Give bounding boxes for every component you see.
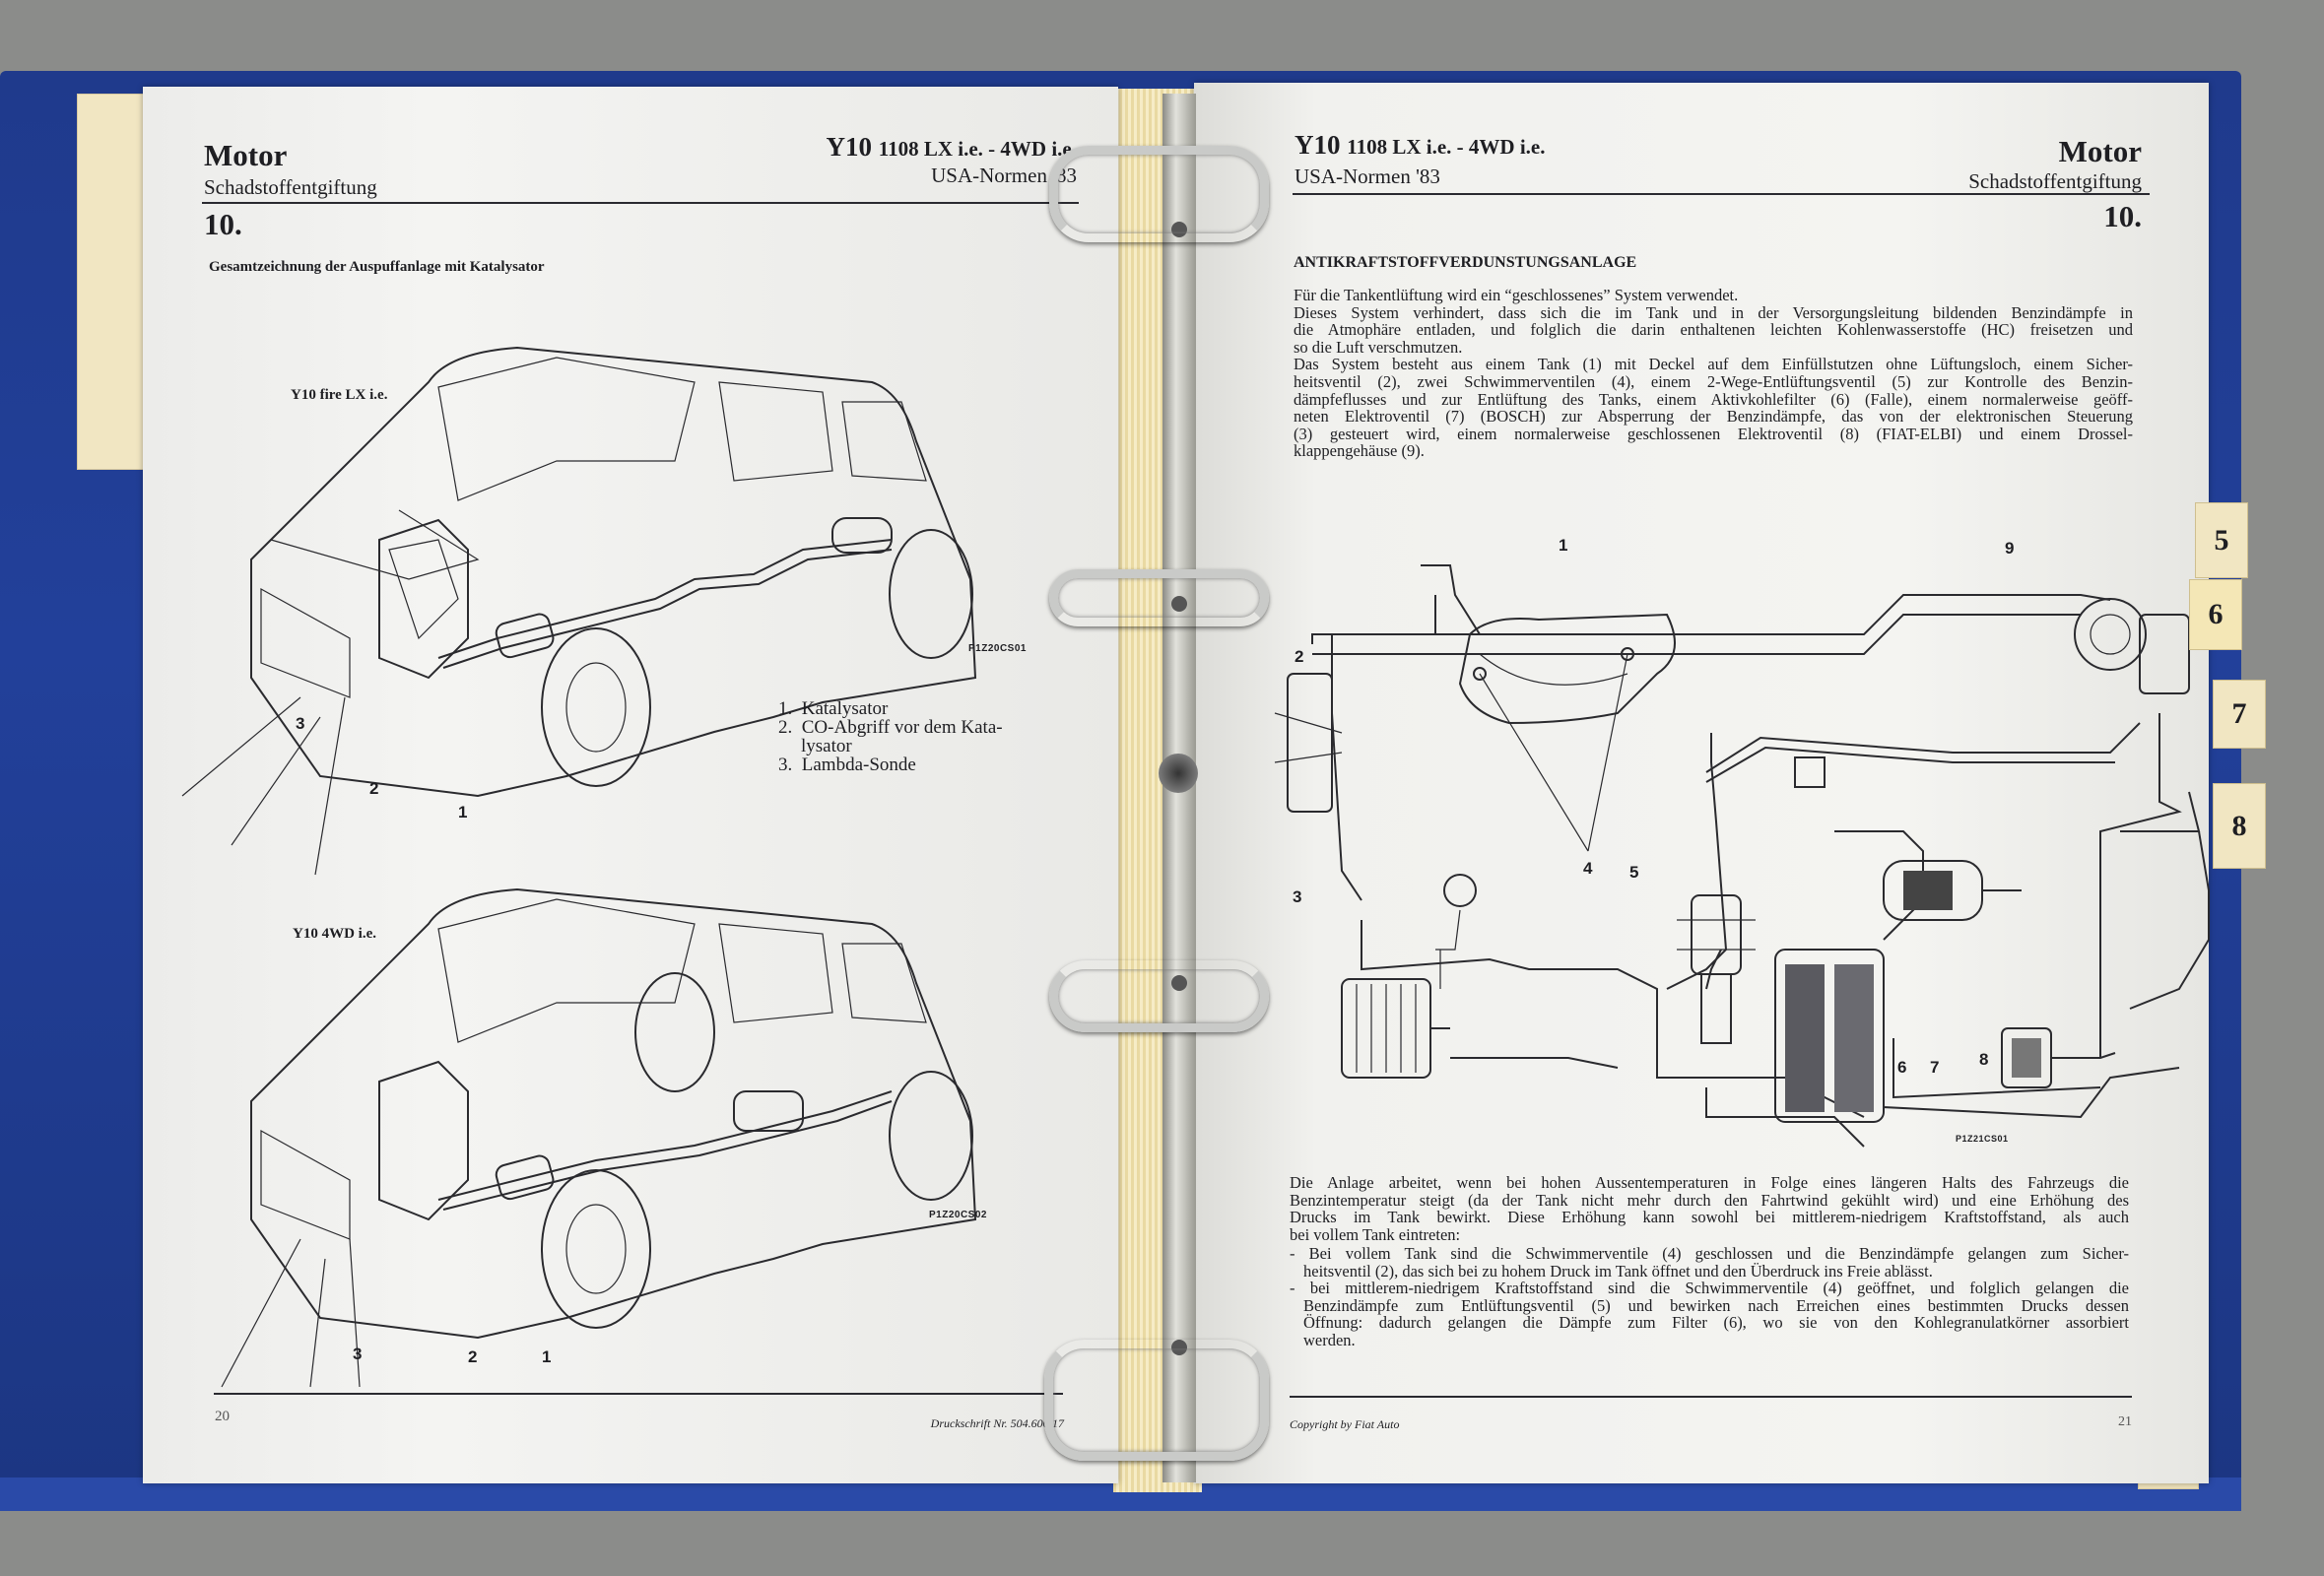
- diagram-label-8: 8: [1979, 1050, 1989, 1069]
- bullet-line: Benzindämpfe zum Entlüftungsventil (5) u…: [1303, 1295, 2129, 1315]
- bullet-list: - Bei vollem Tank sind die Schwimmervent…: [1290, 1245, 2129, 1349]
- side-tab-label: 7: [2231, 697, 2247, 730]
- evap-system-diagram: [1274, 564, 2210, 1148]
- text-line: heitsventil (2), zwei Schwimmerventilen …: [1294, 371, 2133, 391]
- figure-caption: Gesamtzeichnung der Auspuffanlage mit Ka…: [209, 259, 545, 275]
- page-number: 20: [215, 1409, 230, 1424]
- spine-rivet: [1171, 596, 1187, 612]
- car1-callout-1: 1: [458, 803, 468, 821]
- car1-label: Y10 fire LX i.e.: [291, 387, 388, 403]
- binder-ring-2: [1049, 569, 1269, 626]
- binder-ring-3: [1049, 960, 1269, 1032]
- side-tab-6[interactable]: 6: [2189, 579, 2242, 650]
- binder-ring-4: [1044, 1340, 1269, 1461]
- header-rule: [1293, 193, 2150, 195]
- bullet-line: heitsventil (2), das sich bei zu hohem D…: [1303, 1261, 1933, 1280]
- diagram-label-4: 4: [1583, 859, 1593, 878]
- right-page: Y10 1108 LX i.e. - 4WD i.e. USA-Normen '…: [1194, 83, 2210, 1483]
- text-line: (3) gesteuert wird, einem normalerweise …: [1294, 424, 2133, 443]
- car2-drawing-code: P1Z20CS02: [929, 1210, 987, 1220]
- car2-callout-1: 1: [542, 1347, 552, 1366]
- car1-drawing-code: P1Z20CS01: [968, 643, 1027, 654]
- legend-text: CO-Abgriff vor dem Kata-: [801, 717, 1003, 738]
- footer-text: Copyright by Fiat Auto: [1290, 1417, 1400, 1431]
- legend-item: 3. Lambda-Sonde: [778, 755, 1003, 774]
- diagram-label-3: 3: [1293, 887, 1302, 906]
- legend-number: 3.: [778, 755, 793, 775]
- footer-rule: [1290, 1396, 2132, 1398]
- car2-callout-3: 3: [353, 1345, 363, 1363]
- text-line: Das System besteht aus einem Tank (1) mi…: [1294, 355, 2133, 374]
- side-tab-8[interactable]: 8: [2213, 783, 2266, 869]
- body-paragraph: Die Anlage arbeitet, wenn bei hohen Auss…: [1290, 1174, 2129, 1243]
- section-number: 10.: [2103, 199, 2142, 233]
- car2-callout-2: 2: [468, 1347, 478, 1366]
- car1-exhaust-drawing: [181, 346, 977, 1388]
- diagram-label-9: 9: [2005, 539, 2015, 558]
- text-line: dämpfeflusses und zur Entlüftung des Tan…: [1294, 389, 2133, 409]
- legend-text: lysator: [801, 736, 852, 756]
- diagram-label-5: 5: [1629, 863, 1639, 882]
- left-page: Motor Schadstoffentgiftung 10. Y10 1108 …: [143, 87, 1118, 1483]
- bullet-line: werden.: [1303, 1330, 1356, 1349]
- bullet-line: - bei mittlerem-niedrigem Kraftstoffstan…: [1290, 1279, 2129, 1298]
- legend-number: 1.: [778, 698, 793, 719]
- side-tab-label: 8: [2231, 810, 2247, 842]
- car1-callout-2: 2: [369, 779, 379, 798]
- side-tab-7[interactable]: 7: [2213, 680, 2266, 749]
- text-line: neten Elektroventil (7) (BOSCH) zur Absp…: [1294, 407, 2133, 427]
- spine-rivet: [1171, 222, 1187, 237]
- text-line: klappengehäuse (9).: [1294, 441, 1425, 461]
- footer-text: Druckschrift Nr. 504.606/17: [930, 1416, 1064, 1430]
- bullet-line: - Bei vollem Tank sind die Schwimmervent…: [1290, 1244, 2129, 1263]
- text-line: so die Luft verschmutzen.: [1294, 337, 1463, 357]
- section-number: 10.: [204, 207, 242, 241]
- legend-number: 2.: [778, 717, 793, 738]
- bullet-line: Öffnung: dadurch gelangen die Dämpfe zum…: [1303, 1313, 2129, 1333]
- side-tab-5[interactable]: 5: [2195, 502, 2248, 578]
- model-title: Y10 1108 LX i.e. - 4WD i.e.: [1295, 130, 1545, 161]
- car2-label: Y10 4WD i.e.: [293, 926, 376, 942]
- text-line: die Atmophäre entladen, und folglich die…: [1294, 320, 2133, 340]
- side-tab-label: 5: [2214, 524, 2229, 557]
- model-title: Y10 1108 LX i.e. - 4WD i.e.: [827, 132, 1077, 163]
- model-main: Y10: [826, 132, 873, 162]
- diagram-label-7: 7: [1930, 1058, 1940, 1077]
- car1-callout-3: 3: [296, 714, 305, 733]
- model-variant: 1108 LX i.e. - 4WD i.e.: [1347, 135, 1546, 159]
- text-line: Benzintemperatur steigt (da der Tank nic…: [1290, 1190, 2129, 1210]
- header-rule: [202, 202, 1079, 204]
- spine-rivet: [1171, 975, 1187, 991]
- diagram-label-6: 6: [1897, 1058, 1907, 1077]
- legend-list: 1. Katalysator 2. CO-Abgriff vor dem Kat…: [778, 699, 1003, 774]
- text-line: Für die Tankentlüftung wird ein “geschlo…: [1294, 286, 1739, 304]
- page-number: 21: [2118, 1414, 2132, 1429]
- diagram-code: P1Z21CS01: [1956, 1134, 2009, 1144]
- side-tab-label: 6: [2208, 598, 2224, 630]
- model-variant: 1108 LX i.e. - 4WD i.e.: [878, 137, 1077, 161]
- intro-paragraph: Für die Tankentlüftung wird ein “geschlo…: [1294, 287, 2133, 460]
- text-line: bei vollem Tank eintreten:: [1290, 1224, 1461, 1244]
- text-line: Dieses System verhindert, dass sich die …: [1294, 302, 2133, 322]
- spine-mechanism-button: [1159, 754, 1198, 793]
- page-title: Motor: [2058, 134, 2142, 168]
- page-subtitle: Schadstoffentgiftung: [1968, 169, 2142, 193]
- legend-text: Lambda-Sonde: [801, 755, 916, 775]
- page-subtitle: Schadstoffentgiftung: [204, 175, 377, 199]
- norm-label: USA-Normen '83: [1295, 164, 1440, 188]
- legend-item: 1. Katalysator: [778, 699, 1003, 718]
- text-line: Die Anlage arbeitet, wenn bei hohen Auss…: [1290, 1173, 2129, 1192]
- spine-rivet: [1171, 1340, 1187, 1355]
- legend-text: Katalysator: [801, 698, 889, 719]
- binder-ring-1: [1049, 146, 1269, 242]
- text-line: Drucks im Tank bewirkt. Diese Erhöhung k…: [1290, 1208, 2129, 1227]
- model-main: Y10: [1295, 130, 1341, 160]
- legend-item: 2. CO-Abgriff vor dem Kata-lysator: [778, 718, 1003, 755]
- diagram-label-2: 2: [1295, 647, 1304, 666]
- footer-rule: [214, 1393, 1063, 1395]
- section-heading: ANTIKRAFTSTOFFVERDUNSTUNGSANLAGE: [1294, 254, 1637, 271]
- diagram-label-1: 1: [1559, 536, 1568, 555]
- page-title: Motor: [204, 138, 288, 172]
